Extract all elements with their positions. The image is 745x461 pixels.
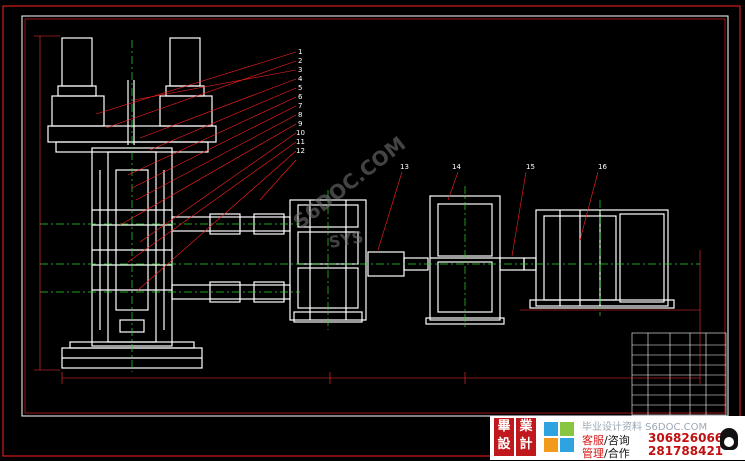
part-number-6: 6 [298,93,303,101]
part-number-1: 1 [298,48,302,56]
spindles [171,213,291,303]
promo-manage-number[interactable]: 281788421 [648,444,724,458]
main-motor [523,209,675,309]
logo-char-1: 畢設 [494,418,514,456]
watermark-text: S6DOC.COM [288,131,410,234]
promo-service-line: 客服/咨询 [582,434,630,447]
part-number-16: 16 [598,163,607,171]
part-number-13: 13 [400,163,409,171]
part-number-9: 9 [298,120,302,128]
part-number-10: 10 [296,129,305,137]
inner-frame-red [24,18,726,414]
logo-char-2: 業計 [516,418,536,456]
outer-frame [2,5,741,457]
part-number-8: 8 [298,111,302,119]
promo-service-number[interactable]: 306826066 [648,431,724,445]
part-number-12: 12 [296,147,305,155]
part-number-11: 11 [296,138,305,146]
watermark-text-2: SYS [327,227,364,252]
part-number-3: 3 [298,66,302,74]
part-number-4: 4 [298,75,303,83]
dimension-lines [34,35,701,384]
title-block [631,332,727,416]
part-number-2: 2 [298,57,302,65]
part-number-5: 5 [298,84,302,92]
promo-site: 毕业设计资料 S6DOC.COM [582,422,708,433]
part-number-7: 7 [298,102,302,110]
leader-lines [95,51,599,291]
part-number-15: 15 [526,163,535,171]
promo-banner: 畢設 業計 毕业设计资料 S6DOC.COM 客服/咨询 306826066 管… [490,416,745,460]
promo-manage-line: 管理/合作 [582,447,630,460]
part-number-14: 14 [452,163,461,171]
part-number-labels: 1 2 3 4 5 6 7 8 9 10 11 12 13 14 15 16 [296,48,607,171]
reducer [425,195,525,325]
centerlines [40,40,700,372]
qq-icon[interactable] [720,428,738,450]
puzzle-icon [544,422,574,452]
inner-frame [21,15,729,417]
